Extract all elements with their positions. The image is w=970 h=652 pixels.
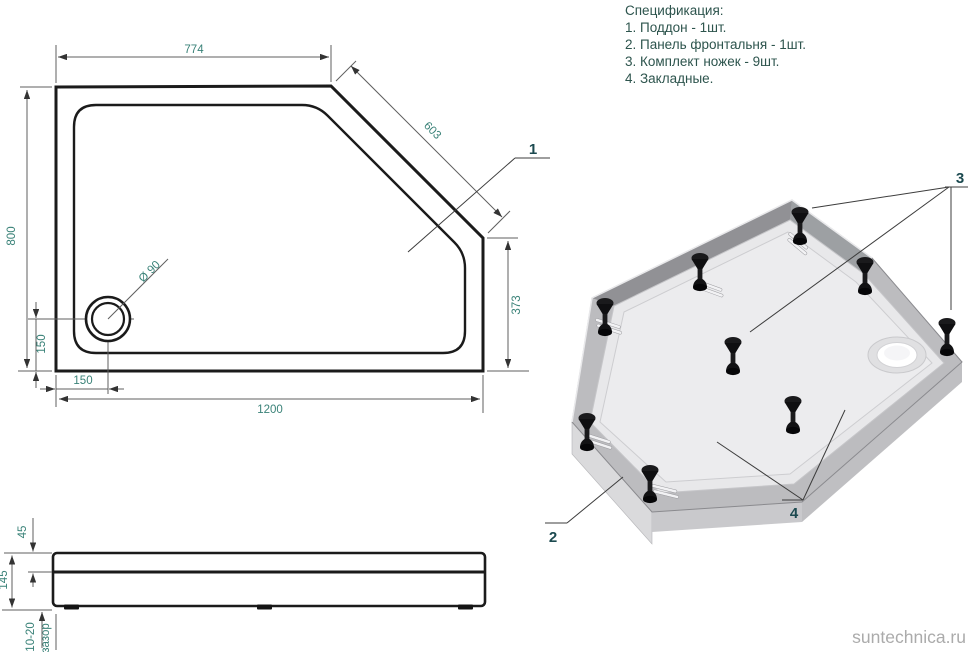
- leg: [596, 298, 614, 337]
- foot-pad: [458, 604, 473, 610]
- dimension-bottom-1200: 1200: [55, 375, 484, 416]
- svg-text:145: 145: [0, 570, 10, 589]
- drain-diameter-leader: [107, 258, 169, 320]
- specification-item: 1. Поддон - 1шт.: [625, 20, 727, 35]
- legs-group: [578, 207, 956, 504]
- dimension-right-373: 373: [487, 237, 529, 372]
- svg-text:150: 150: [73, 375, 92, 387]
- svg-text:4: 4: [790, 505, 799, 522]
- part-callout-1: 1: [407, 141, 550, 253]
- drain-recess: [867, 336, 927, 374]
- drain-inner-circle: [90, 301, 126, 337]
- dimension-drain-left-150: 150: [40, 375, 124, 393]
- site-watermark: suntechnica.ru: [852, 627, 966, 647]
- tray-inner-outline: [72, 103, 467, 355]
- dimension-top-774: 774: [55, 44, 332, 83]
- rim-corner-wall: [790, 200, 872, 274]
- leg: [724, 337, 742, 376]
- svg-text:150: 150: [36, 334, 48, 353]
- svg-text:45: 45: [17, 526, 29, 539]
- leg: [791, 207, 809, 246]
- part-callout-2: 2: [545, 476, 624, 546]
- rim-back-wall: [592, 200, 792, 306]
- svg-text:373: 373: [511, 295, 523, 314]
- leg: [784, 396, 802, 435]
- specification-title: Спецификация:: [625, 3, 724, 18]
- tray-right-face: [802, 362, 962, 522]
- rim-edge-highlight: [571, 199, 873, 423]
- dimension-total-height-145: 145: [0, 555, 16, 608]
- svg-text:603: 603: [421, 120, 443, 142]
- foot-pad: [64, 604, 79, 610]
- isometric-view: 3 2 4: [545, 170, 968, 546]
- dimension-rim-height-45: 45: [17, 518, 37, 587]
- foot-pad: [257, 604, 272, 610]
- leg: [691, 253, 709, 292]
- svg-text:3: 3: [956, 170, 964, 187]
- leg: [578, 413, 596, 452]
- svg-text:2: 2: [549, 529, 557, 546]
- part-callout-3: 3: [749, 170, 968, 333]
- dimension-floor-gap: 10-20 зазор: [25, 612, 57, 652]
- leg: [641, 465, 659, 504]
- side-view: 145 45 10-20 зазор: [0, 518, 487, 652]
- mounting-plate: [651, 484, 679, 499]
- svg-text:1200: 1200: [257, 404, 283, 416]
- leg: [938, 318, 956, 357]
- leg: [856, 257, 874, 296]
- svg-text:10-20: 10-20: [25, 622, 37, 651]
- svg-text:зазор: зазор: [40, 623, 52, 652]
- specification-block: Спецификация: 1. Поддон - 1шт. 2. Панель…: [625, 2, 806, 87]
- specification-item: 4. Закладные.: [625, 71, 714, 86]
- dimension-drain-bottom-150: 150: [32, 302, 48, 388]
- svg-text:800: 800: [6, 226, 18, 245]
- dimension-left-800: 800: [6, 86, 52, 372]
- tray-side-body: [51, 551, 487, 608]
- part-callout-4: 4: [716, 409, 846, 522]
- specification-item: 3. Комплект ножек - 9шт.: [625, 54, 780, 69]
- svg-text:774: 774: [184, 44, 204, 56]
- plan-view: Ø 90 774 603 800 373: [6, 44, 550, 416]
- specification-item: 2. Панель фронтальня - 1шт.: [625, 37, 806, 52]
- svg-text:1: 1: [529, 141, 537, 158]
